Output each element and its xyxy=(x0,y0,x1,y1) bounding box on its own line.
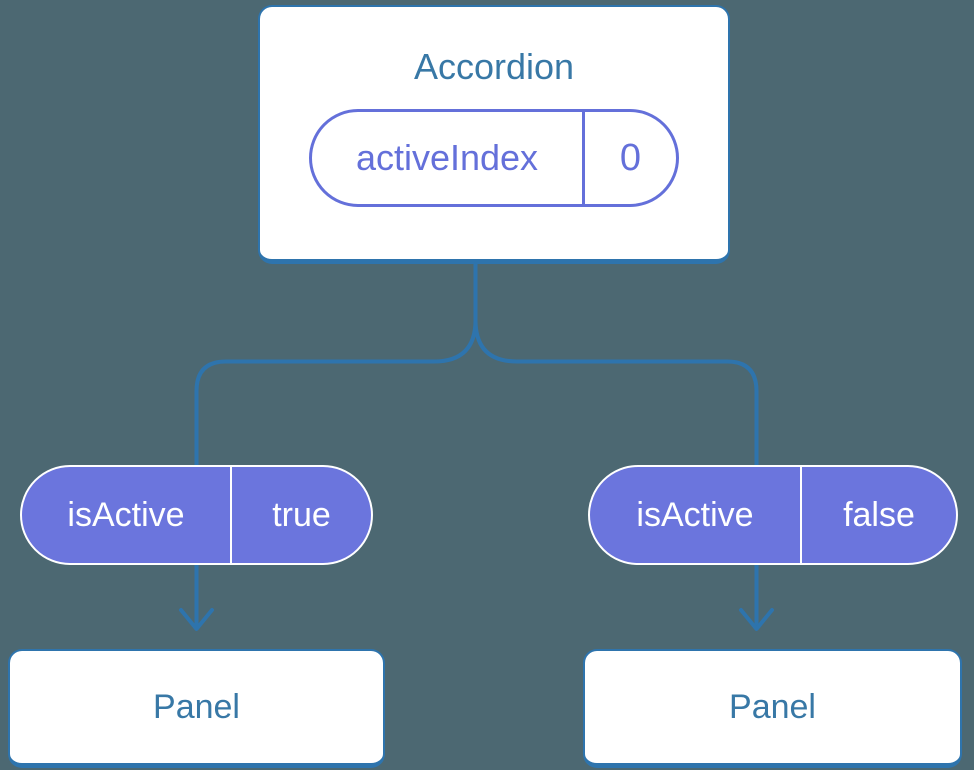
prop-pill-divider xyxy=(800,467,802,563)
panel-title: Panel xyxy=(729,687,816,726)
state-value-label: 0 xyxy=(619,136,642,179)
panel-title: Panel xyxy=(153,687,240,726)
prop-pill-divider xyxy=(230,467,232,563)
connector-right-branch xyxy=(473,260,759,627)
prop-value-label: true xyxy=(272,495,331,534)
panel-card-right: Panel xyxy=(583,649,962,768)
prop-pill-left: isActive true xyxy=(20,465,373,565)
prop-name-label: isActive xyxy=(67,495,185,534)
state-pill-divider xyxy=(582,112,585,205)
accordion-card: Accordion activeIndex 0 xyxy=(258,5,730,264)
prop-name-label: isActive xyxy=(636,495,754,534)
state-name-label: activeIndex xyxy=(355,137,539,179)
prop-pill-right: isActive false xyxy=(588,465,958,565)
accordion-title: Accordion xyxy=(413,46,575,87)
prop-value-label: false xyxy=(843,495,915,534)
connector-left-branch xyxy=(194,260,478,627)
arrowhead-left-icon xyxy=(179,608,214,631)
state-pill: activeIndex 0 xyxy=(309,109,679,208)
arrowhead-right-icon xyxy=(739,608,774,631)
panel-card-left: Panel xyxy=(8,649,385,768)
